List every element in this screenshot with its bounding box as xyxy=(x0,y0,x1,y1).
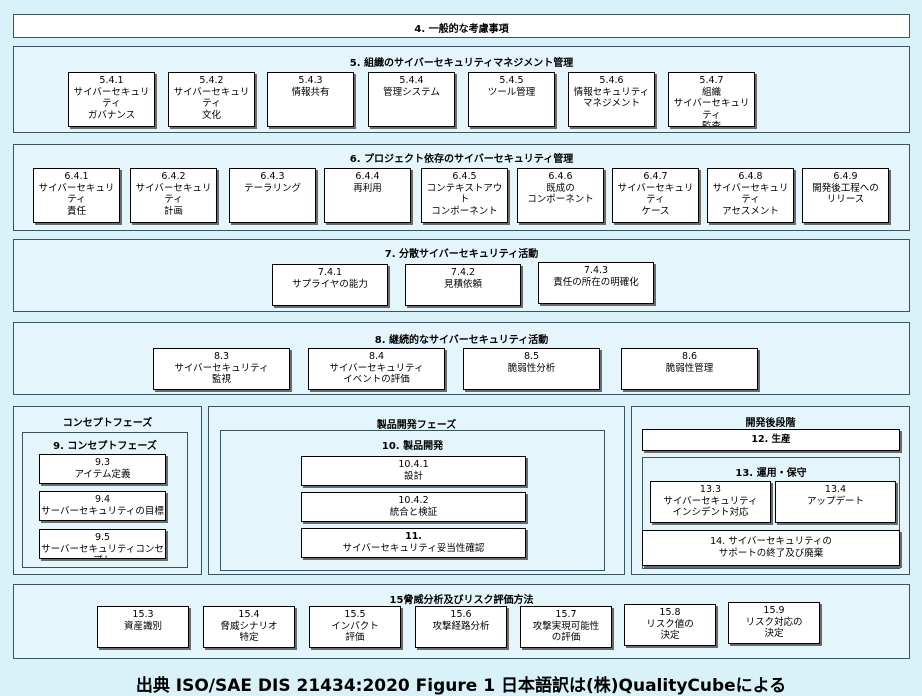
operations-maintenance-title: 13. 運用・保守 xyxy=(735,468,807,479)
section-8-title: 8. 継続的なサイバーセキュリティ活動 xyxy=(374,335,549,346)
section-4-title: 4. 一般的な考慮事項 xyxy=(414,24,509,35)
post-development-phase-title: 開発後段階 xyxy=(745,418,796,429)
section-5-title: 5. 組織のサイバーセキュリティマネジメント管理 xyxy=(349,58,574,69)
source-caption: 出典 ISO/SAE DIS 21434:2020 Figure 1 日本語訳は… xyxy=(135,676,787,696)
item-12-production: 12. 生産 xyxy=(642,429,900,451)
item-14-end-of-support: 14. サイバーセキュリティの サポートの終了及び廃棄 xyxy=(642,530,900,566)
section-15-title: 15脅威分析及びリスク評価方法 xyxy=(389,595,534,606)
section-4-general-considerations: 4. 一般的な考慮事項 xyxy=(13,14,910,38)
section-6-title: 6. プロジェクト依存のサイバーセキュリティ管理 xyxy=(349,154,574,165)
item-9-5: 9.5サーバーセキュリティコンセプト xyxy=(39,529,166,559)
product-development-inner-title: 10. 製品開発 xyxy=(381,441,444,452)
item-11: 11.サイバーセキュリティ妥当性確認 xyxy=(301,528,526,558)
section-7-title: 7. 分散サイバーセキュリティ活動 xyxy=(384,249,539,260)
concept-phase-inner-title: 9. コンセプトフェーズ xyxy=(53,441,157,452)
concept-phase-title: コンセプトフェーズ xyxy=(62,418,153,429)
product-development-phase-title: 製品開発フェーズ xyxy=(376,420,457,431)
